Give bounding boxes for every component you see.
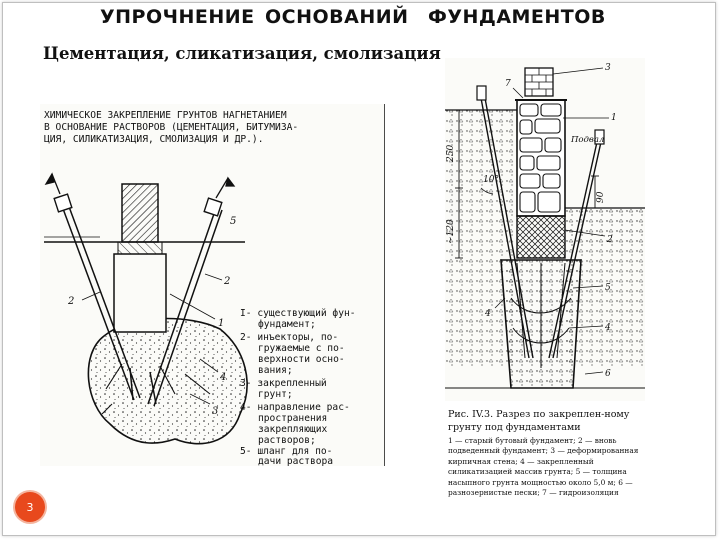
dim-250: 250 (446, 145, 456, 163)
left-header-line-3: ЦИЯ, СИЛИКАТИЗАЦИЯ, СМОЛИЗАЦИЯ И ДР.). (44, 134, 264, 145)
svg-text:растворов;: растворов; (258, 435, 316, 446)
svg-text:фундамент;: фундамент; (258, 318, 316, 330)
right-callouts: 7 3 1 2 5 4 4 6 (484, 63, 617, 379)
caption-legend: 1 — старый бутовый фундамент; 2 — вновь … (448, 436, 639, 498)
svg-text:3: 3 (605, 63, 611, 73)
left-figure-header: ХИМИЧЕСКОЕ ЗАКРЕПЛЕНИЕ ГРУНТОВ НАГНЕТАНИ… (44, 110, 298, 145)
svg-text:грунт;: грунт; (258, 389, 293, 400)
existing-wall (121, 183, 159, 243)
svg-text:4: 4 (219, 372, 226, 383)
slide-subtitle: Цементация, сликатизация, смолизация (43, 44, 441, 63)
left-scan-figure: ХИМИЧЕСКОЕ ЗАКРЕПЛЕНИЕ ГРУНТОВ НАГНЕТАНИ… (40, 104, 385, 466)
injectors (61, 203, 223, 407)
svg-text:3: 3 (212, 406, 218, 417)
svg-text:6: 6 (605, 369, 611, 379)
left-header-line-1: ХИМИЧЕСКОЕ ЗАКРЕПЛЕНИЕ ГРУНТОВ НАГНЕТАНИ… (44, 110, 287, 121)
svg-text:5: 5 (605, 283, 611, 293)
svg-text:4: 4 (484, 309, 491, 319)
new-foundation (516, 215, 566, 259)
svg-text:2: 2 (606, 235, 613, 245)
right-figure-caption: Рис. IV.3. Разрез по закреплен-ному грун… (448, 408, 648, 498)
brick-wall (516, 67, 566, 217)
dim-angle: 10° (483, 175, 499, 185)
svg-text:пространения: пространения (258, 413, 327, 424)
svg-text:1: 1 (611, 113, 617, 123)
dim-120: ~120 (446, 219, 456, 244)
svg-text:гружаемые с по-: гружаемые с по- (258, 343, 345, 354)
left-header-line-2: В ОСНОВАНИЕ РАСТВОРОВ (ЦЕМЕНТАЦИЯ, БИТУМ… (44, 122, 298, 133)
svg-text:закрепляющих: закрепляющих (258, 424, 328, 435)
title-word-3: ФУНДАМЕНТОВ (428, 6, 606, 28)
caption-lead: Рис. IV.3. Разрез по закреплен-ному грун… (448, 409, 630, 433)
svg-text:дачи раствора: дачи раствора (258, 456, 333, 466)
svg-text:вания;: вания; (258, 365, 293, 376)
svg-text:верхности осно-: верхности осно- (258, 354, 345, 365)
svg-text:I- существующий фун-: I- существующий фун- (240, 307, 356, 319)
svg-text:2- инъекторы, по-: 2- инъекторы, по- (240, 332, 338, 343)
svg-text:1: 1 (218, 318, 224, 329)
existing-foundation (113, 253, 167, 333)
dim-90: 90 (596, 191, 606, 203)
svg-text:4- направление рас-: 4- направление рас- (240, 402, 350, 413)
basement-label: Подвал (570, 135, 604, 145)
svg-text:4: 4 (604, 323, 611, 333)
svg-text:2: 2 (67, 296, 74, 307)
right-scan-figure: 250 10° ~120 90 Подвал 7 3 1 2 5 4 4 6 (445, 58, 645, 401)
svg-text:5: 5 (230, 216, 236, 227)
left-callouts: 1 2 2 3 4 5 (67, 216, 236, 417)
svg-text:2: 2 (223, 276, 230, 287)
right-injectors (480, 97, 602, 359)
title-word-2: ОСНОВАНИЙ (265, 6, 409, 28)
svg-text:5- шланг для по-: 5- шланг для по- (240, 446, 332, 457)
page-number-badge: 3 (15, 492, 45, 522)
svg-text:3- закрепленный: 3- закрепленный (240, 377, 327, 389)
title-word-1: УПРОЧНЕНИЕ (100, 6, 255, 28)
svg-text:7: 7 (505, 79, 511, 89)
left-figure-legend: I- существующий фун- фундамент; 2- инъек… (240, 307, 356, 466)
